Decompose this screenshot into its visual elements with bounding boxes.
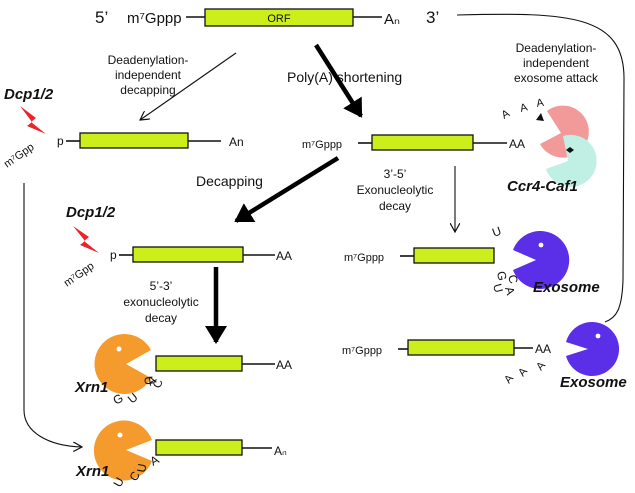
exo53-line2: exonucleolytic (123, 295, 198, 309)
tail-aa-4: AA (535, 342, 551, 356)
xrn1-eye-1 (116, 346, 122, 352)
exo35-line3: decay (379, 199, 411, 213)
label-exo-3-5: 3’-5’ Exonucleolytic decay (357, 167, 434, 213)
arrow-decapping (234, 156, 340, 223)
exo53-line1: 5’-3’ (150, 279, 173, 293)
dec-label-line2: independent (115, 68, 182, 82)
exo1-nt-1: U (490, 224, 503, 240)
ccr4-nt-3: A (535, 97, 545, 110)
tail-an-2: Aₙ (274, 444, 287, 458)
m7gppp-label-2: m⁷Gppp (344, 252, 384, 264)
ccr4-caf1-label: Ccr4-Caf1 (507, 178, 578, 195)
exosome-attack-curve (456, 13, 625, 323)
exo35-line2: Exonucleolytic (357, 183, 434, 197)
exo2-nt-3: A (534, 359, 548, 373)
exo35-line1: 3’-5’ (384, 167, 407, 181)
arrow-to-decapped (140, 52, 237, 120)
tail-an-1: An (229, 135, 244, 149)
label-deadenylation-independent-decapping: Deadenylation- independent decapping (108, 53, 189, 97)
ccr4-nt-2: A (519, 101, 530, 115)
exo53-line3: decay (145, 311, 177, 325)
mrna3-box (132, 246, 244, 263)
three-prime-label: 3’ (426, 8, 439, 27)
tail-aa-3: AA (276, 358, 292, 372)
p-label-1: p (57, 134, 64, 148)
exosome-eye-1 (538, 242, 544, 248)
xrn1-pacman-icon-1 (94, 334, 151, 395)
mrna5-box (155, 355, 243, 372)
exo-attack-line2: independent (523, 56, 590, 70)
ccr4-nt-1: A (500, 107, 513, 121)
exosome-pacman-icon-2 (566, 321, 620, 376)
m7gpp-label-1: m⁷Gpp (2, 141, 37, 170)
polya-shortening-label: Poly(A) shortening (287, 69, 402, 85)
lightning-icon-1 (20, 106, 46, 134)
label-exo-5-3: 5’-3’ exonucleolytic decay (123, 279, 198, 325)
decapped-mrna-2: m⁷Gpp p AA (62, 246, 292, 289)
tail-aa-2: AA (276, 249, 292, 263)
lightning-icon-2 (73, 226, 99, 253)
exosome-attack-mrna: m⁷Gppp AA (342, 339, 551, 357)
xrn1-mrna-1: AA (155, 355, 292, 372)
exo-attack-line3: exosome attack (514, 71, 599, 85)
caf1-pacman-icon (546, 134, 597, 187)
top-mrna: 5’ m⁷Gppp ORF Aₙ 3’ (95, 8, 439, 28)
exo2-nt-2: A (516, 365, 530, 379)
mrna7-box (155, 439, 243, 456)
xrn1-eye-2 (117, 432, 123, 438)
xrn1-pacman-icon-2 (93, 420, 152, 481)
mrna6-box (407, 339, 515, 356)
m7gpp-label-2: m⁷Gpp (62, 260, 97, 289)
ccr4-eye (536, 113, 544, 121)
five-prime-label: 5’ (95, 8, 108, 27)
exo1-nt-4: C (505, 273, 521, 285)
xrn1b-nt-3: U (134, 463, 149, 474)
dcp-label-1: Dcp1/2 (4, 86, 54, 103)
exosome-label-1: Exosome (533, 279, 600, 296)
arrow-polya-shortening (314, 43, 363, 118)
exo1-nt-2: G (494, 270, 509, 282)
deadenylated-mrna: m⁷Gppp AA (302, 134, 525, 151)
xrn1-mrna-2: Aₙ (155, 439, 287, 458)
m7gppp-label-1: m⁷Gppp (302, 139, 342, 151)
mrna2-box (371, 134, 474, 151)
tail-aa-1: AA (509, 137, 525, 151)
xrn1-label-1: Xrn1 (74, 379, 108, 396)
exosome-eye-2 (595, 333, 601, 339)
dec-label-line3: decapping (120, 83, 175, 97)
mrna4-box (413, 247, 495, 264)
arrow-left-path (23, 183, 82, 447)
orf-label: ORF (267, 13, 291, 25)
top-tail-label: Aₙ (384, 11, 400, 28)
dcp-label-2: Dcp1/2 (66, 204, 116, 221)
dec-label-line1: Deadenylation- (108, 53, 189, 67)
decapped-mrna-1: m⁷Gpp p An (2, 132, 244, 170)
p-label-2: p (110, 248, 117, 262)
xrn1a-nt-3: U (141, 375, 156, 386)
exo1-nt-5: A (502, 285, 518, 296)
decapping-label: Decapping (196, 173, 263, 189)
exosome-label-2: Exosome (560, 374, 627, 391)
label-deadenylation-independent-exosome: Deadenylation- independent exosome attac… (514, 41, 599, 85)
exosome-pacman-icon-1 (513, 231, 570, 289)
exosome-decay-mrna: m⁷Gppp (344, 247, 495, 264)
xrn1-label-2: Xrn1 (75, 463, 109, 480)
mrna1-box (79, 132, 189, 149)
cap-label: m⁷Gppp (127, 10, 182, 27)
exo-attack-line1: Deadenylation- (516, 41, 597, 55)
m7gppp-label-3: m⁷Gppp (342, 345, 382, 357)
exo1-nt-3: U (490, 282, 506, 294)
xrn1a-nt-2: U (125, 390, 141, 406)
caf1-eye (566, 147, 574, 153)
exo2-nt-1: A (502, 372, 516, 386)
